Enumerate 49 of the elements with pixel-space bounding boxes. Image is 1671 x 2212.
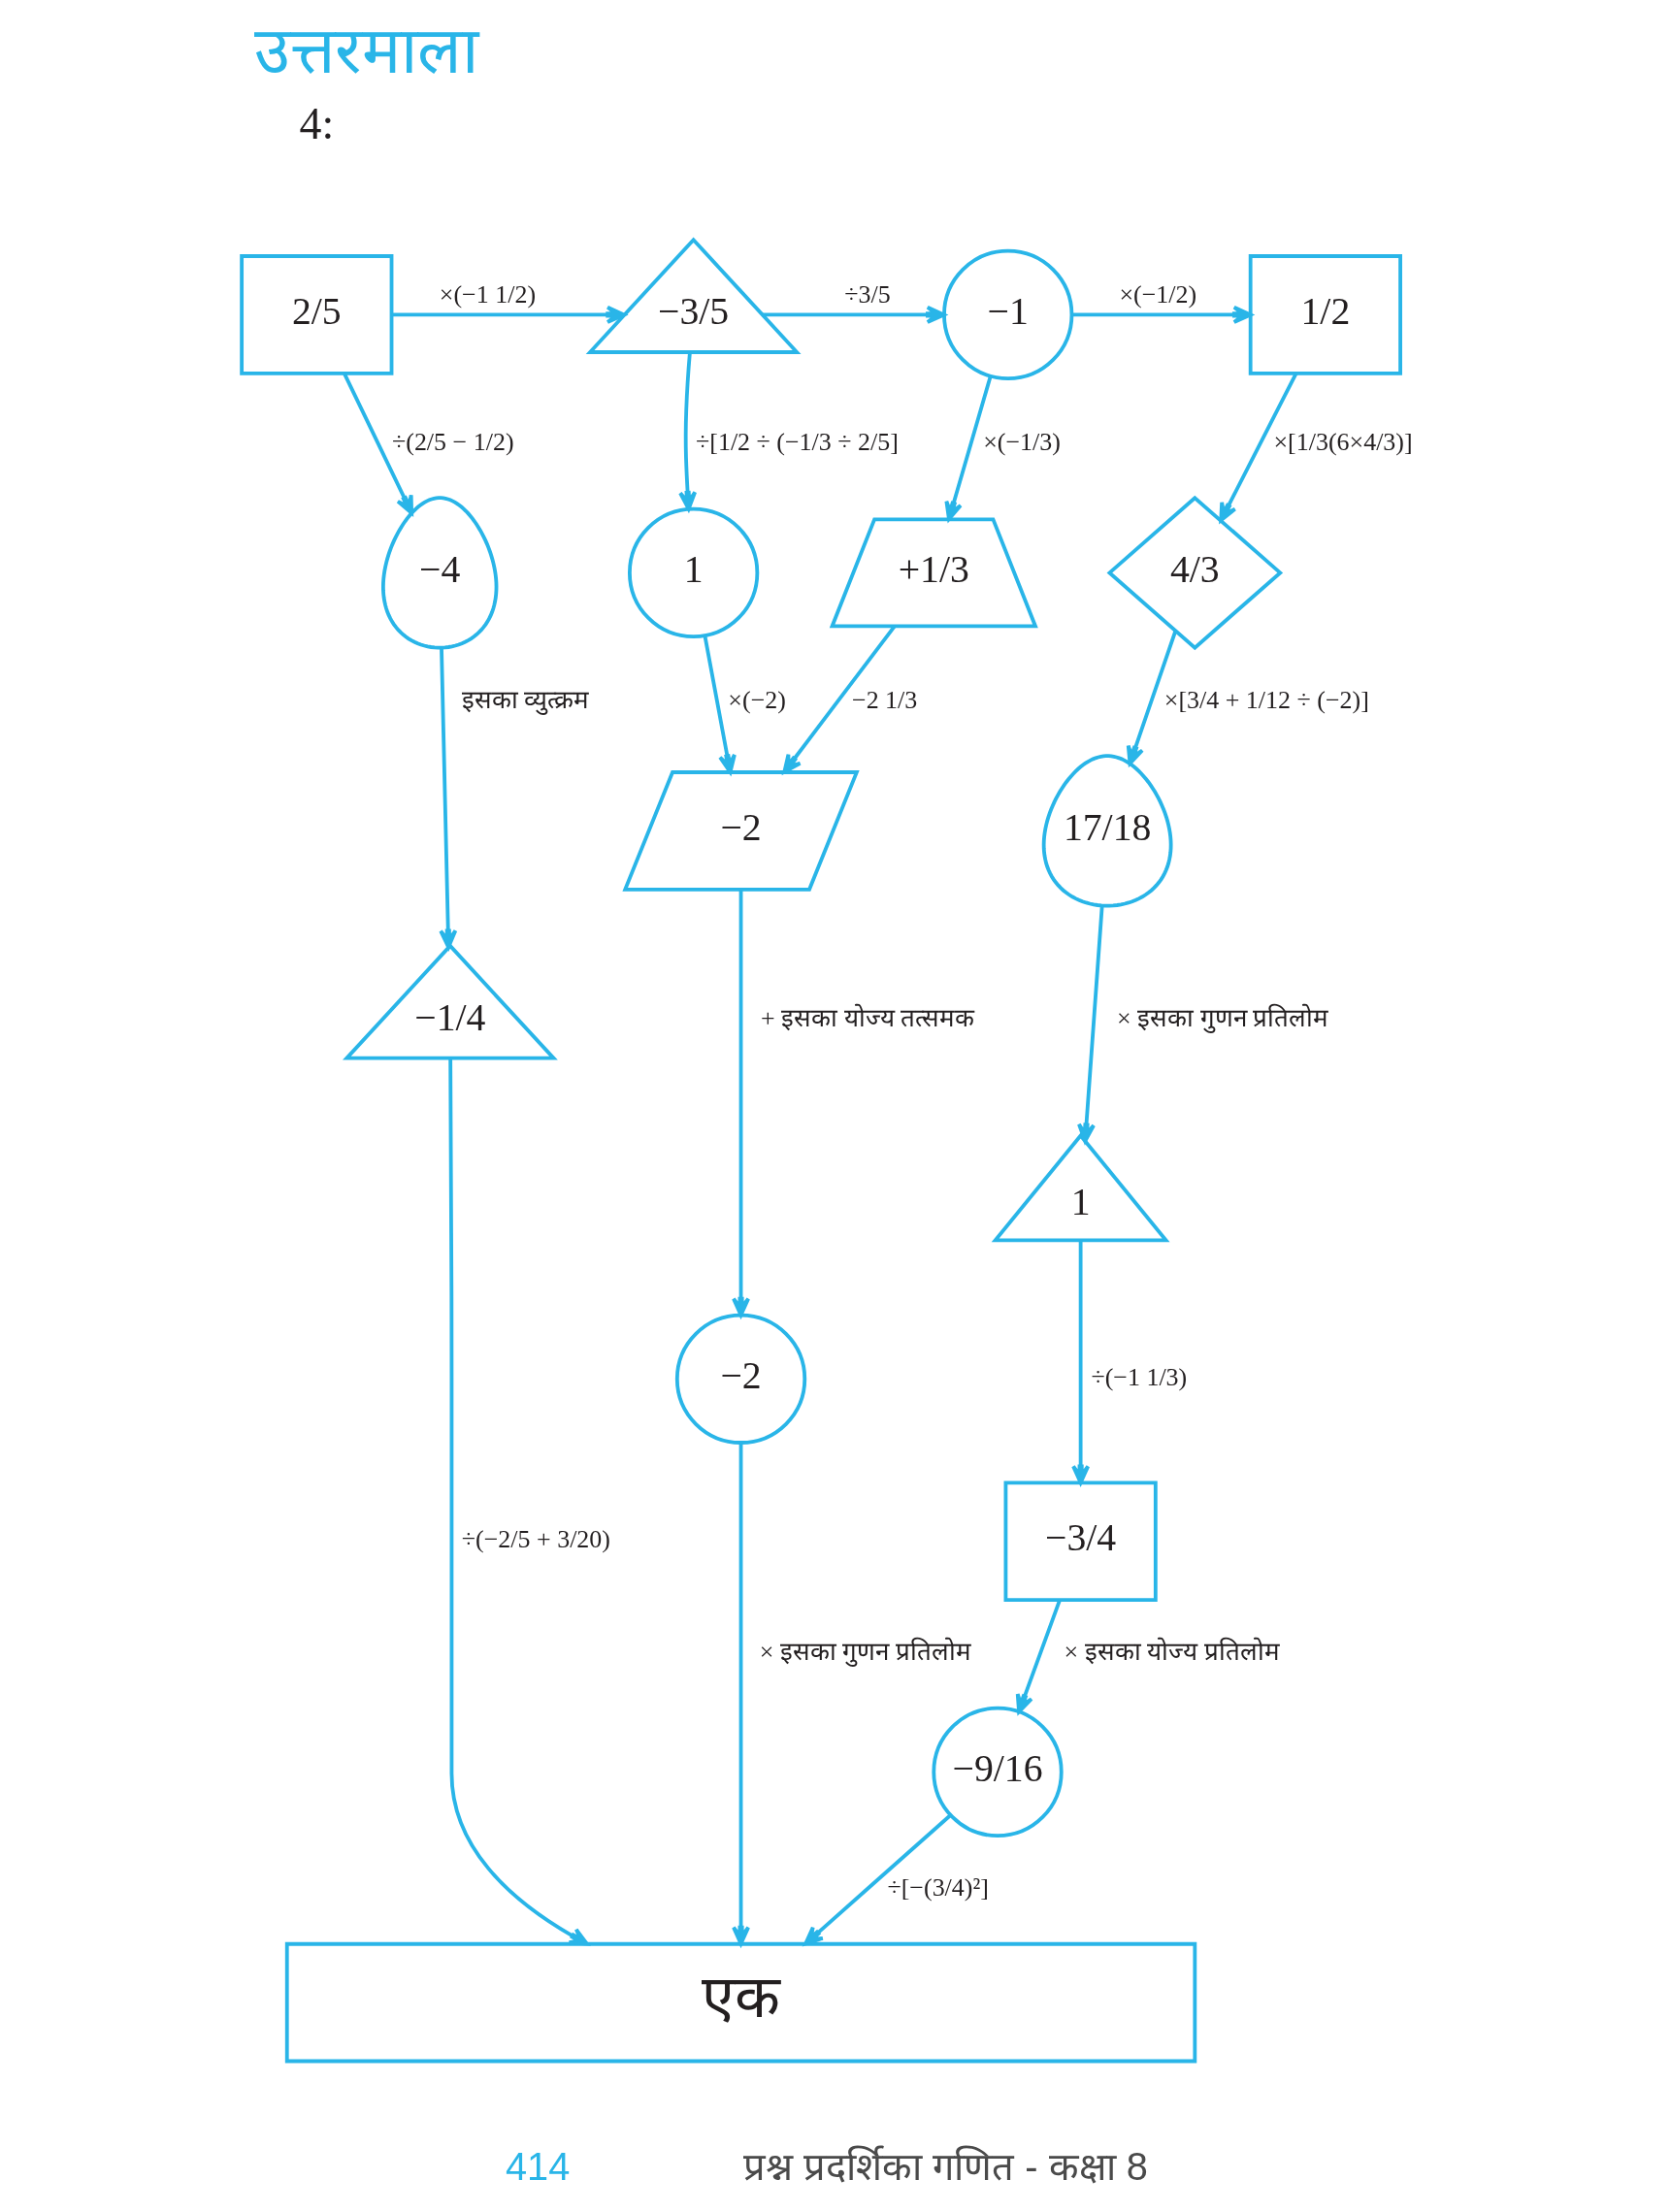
edge-label: × इसका गुणन प्रतिलोम xyxy=(1117,1004,1329,1033)
edge-label: ÷3/5 xyxy=(844,279,891,309)
node-box: −3/4 xyxy=(1003,1480,1158,1602)
arrow xyxy=(732,1443,750,1946)
edge-label: ÷(−2/5 + 3/20) xyxy=(461,1524,610,1553)
arrow xyxy=(678,351,698,511)
edge-label: ÷[−(3/4)²] xyxy=(887,1873,989,1903)
arrow xyxy=(782,625,897,774)
node-box: 2/5 xyxy=(240,254,394,375)
arrow xyxy=(762,305,946,324)
label: 4: xyxy=(299,99,335,149)
node-circle: −1 xyxy=(942,248,1074,381)
label: प्रश्न प्रदर्शिका गणित - कक्षा 8 xyxy=(743,2144,1148,2188)
arrow xyxy=(803,1813,952,1946)
node-box: 1/2 xyxy=(1248,254,1402,375)
arrow xyxy=(1071,305,1253,324)
label: 414 xyxy=(505,2144,571,2188)
edge-label: ×[1/3(6×4/3)] xyxy=(1273,427,1413,456)
arrow xyxy=(944,375,993,521)
edge-label: ×(−1/2) xyxy=(1119,279,1197,309)
edge-label: + इसका योज्य तत्समक xyxy=(760,1004,975,1033)
arrow xyxy=(1015,1599,1062,1714)
arrow xyxy=(1126,630,1178,765)
edge-label: ×(−1/3) xyxy=(983,427,1061,456)
node-circle: −2 xyxy=(674,1313,807,1445)
arrow xyxy=(439,647,458,950)
edge-label: ×(−2) xyxy=(728,685,786,714)
edge-label: ÷(2/5 − 1/2) xyxy=(391,427,514,456)
arrow xyxy=(391,305,626,324)
edge-label: ×(−1 1/2) xyxy=(439,279,537,309)
arrow xyxy=(703,635,737,774)
edge-label: ÷[1/2 ÷ (−1/3 ÷ 2/5] xyxy=(696,427,899,456)
edge-label: −2 1/3 xyxy=(851,685,918,714)
node-diamond: 4/3 xyxy=(1106,495,1284,651)
edge-label: × इसका योज्य प्रतिलोम xyxy=(1064,1638,1280,1667)
arrow xyxy=(343,373,414,515)
diagram-title: उत्तरमाला xyxy=(254,13,479,86)
node-box: एक xyxy=(284,1941,1197,2064)
arrow xyxy=(1077,905,1104,1144)
edge-label: ÷(−1 1/3) xyxy=(1091,1362,1188,1391)
arrow xyxy=(732,890,750,1317)
node-circle: −9/16 xyxy=(932,1706,1064,1838)
arrow xyxy=(448,1058,589,1946)
node-circle: 1 xyxy=(627,506,760,639)
edge-label: × इसका गुणन प्रतिलोम xyxy=(759,1638,971,1667)
arrow xyxy=(1219,373,1298,523)
edge-label: ×[3/4 + 1/12 ÷ (−2)] xyxy=(1163,685,1369,714)
arrow xyxy=(1071,1240,1091,1485)
edge-label: इसका व्युत्क्रम xyxy=(461,685,590,714)
